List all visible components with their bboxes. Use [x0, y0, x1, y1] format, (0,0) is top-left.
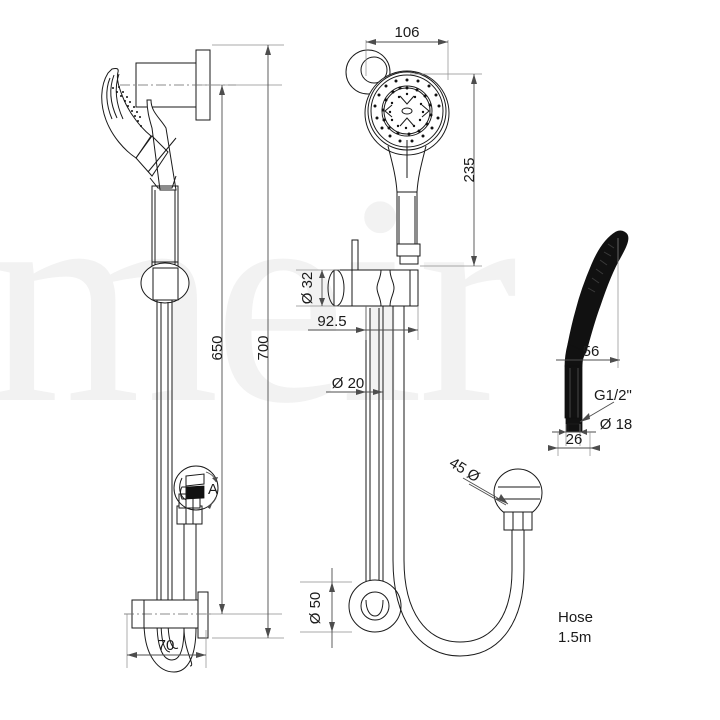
- spray-holes-outer: [373, 78, 441, 143]
- dimension-d32-label: Ø 32: [299, 272, 316, 305]
- dimension-26: 26: [548, 431, 600, 456]
- dimension-d32: Ø 32: [296, 269, 340, 307]
- dimension-106: 106: [365, 24, 449, 80]
- spray-holes-inner: [388, 92, 425, 130]
- shower-head-face: [364, 70, 450, 156]
- dimension-92-5-label: 92.5: [317, 313, 346, 330]
- right-view-handset-detail: 56 G1/2" Ø 18 26: [548, 230, 632, 456]
- note-hose-line2: 1.5m: [558, 629, 591, 646]
- grip-ribs-right: [587, 243, 615, 293]
- dimension-106-label: 106: [394, 24, 419, 41]
- hose-left: [184, 520, 196, 666]
- watermark-text: meir: [0, 133, 516, 465]
- thread-connector-right: [565, 417, 583, 432]
- spray-holes-left: [112, 86, 142, 127]
- dimension-d18-label: Ø 18: [600, 416, 633, 433]
- dimension-56-label: 56: [583, 343, 600, 360]
- dimension-26-label: 26: [566, 431, 583, 448]
- slider-bracket-middle: [328, 240, 419, 307]
- note-hose: Hose 1.5m: [558, 609, 593, 646]
- dimension-70: 70: [126, 614, 207, 668]
- slider-ring-left: [140, 262, 190, 304]
- bottom-bracket-left: [124, 591, 214, 639]
- dimension-d20-label: Ø 20: [332, 375, 365, 392]
- watermark: meir: [0, 133, 522, 465]
- dimension-d20: Ø 20: [326, 375, 383, 395]
- callout-g12-label: G1/2": [594, 387, 632, 404]
- rail-middle: [366, 306, 404, 600]
- note-hose-line1: Hose: [558, 609, 593, 626]
- dimension-d50-label: Ø 50: [307, 592, 324, 625]
- dimension-92-5: 92.5: [308, 306, 419, 340]
- dimension-700: 700: [212, 44, 284, 639]
- hose-loop-middle: [393, 510, 524, 656]
- dimension-d18: Ø 18: [552, 416, 632, 446]
- dimension-235-label: 235: [461, 157, 478, 182]
- detail-label-a: A: [208, 481, 218, 498]
- handset-handle-right: [564, 365, 583, 419]
- dimension-d50: Ø 50: [300, 568, 352, 648]
- callout-g12: G1/2": [579, 387, 632, 423]
- detail-callout-a: A: [174, 466, 218, 510]
- bottom-ring-middle: [348, 579, 402, 633]
- dimension-650-label: 650: [209, 335, 226, 360]
- handset-handle-middle: [388, 140, 426, 264]
- rail-left: [157, 300, 172, 622]
- dimension-235: 235: [410, 73, 482, 267]
- left-view-side-elevation: A 650 700 70: [102, 44, 284, 672]
- dimension-700-label: 700: [255, 335, 272, 360]
- dimension-56: 56: [556, 238, 620, 368]
- handset-head-right: [567, 230, 629, 353]
- dimension-70-label: 70: [158, 637, 175, 654]
